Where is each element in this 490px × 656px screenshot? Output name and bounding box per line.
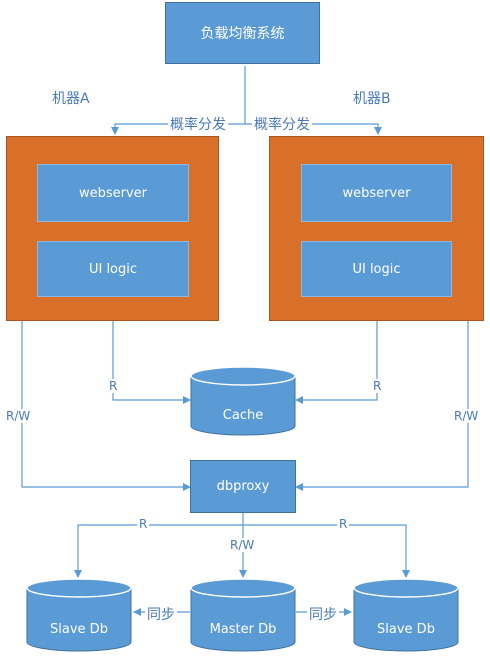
ui-logic-b-label: UI logic (352, 261, 401, 277)
ui-logic-a-label: UI logic (88, 261, 138, 277)
edge-label-sync-right: 同步 (307, 604, 339, 624)
master-db-label: Master Db (209, 622, 277, 637)
machine-b-label: 机器B (353, 91, 391, 107)
webserver-b-box: webserver (301, 164, 452, 222)
edge-ui-a-to-cache (112, 297, 191, 404)
ui-logic-b-box: UI logic (301, 241, 452, 297)
slave-db-right-cylinder: Slave Db (353, 578, 459, 652)
dbproxy-label: dbproxy (216, 479, 270, 494)
edge-label-sync-left: 同步 (145, 604, 177, 624)
edge-label-r-left-cache: R (107, 379, 120, 393)
webserver-b-label: webserver (342, 185, 411, 201)
prob-dist-right-label: 概率分发 (252, 114, 312, 134)
webserver-a-label: webserver (78, 185, 148, 201)
machine-a-label: 机器A (52, 91, 90, 107)
edge-dbproxy-to-slave-left (74, 524, 243, 578)
prob-dist-left-label: 概率分发 (168, 114, 228, 134)
edge-label-rw-left: R/W (4, 409, 33, 423)
edge-ui-b-to-cache (295, 297, 378, 404)
edge-label-rw-master: R/W (228, 538, 257, 552)
dbproxy-box: dbproxy (190, 460, 296, 513)
cache-cylinder: Cache (190, 366, 296, 436)
cache-label: Cache (222, 408, 264, 423)
slave-db-left-label: Slave Db (50, 622, 108, 637)
slave-db-left-cylinder: Slave Db (26, 578, 132, 652)
cache-cylinder-shape (190, 366, 296, 436)
slave-db-left-shape (26, 578, 132, 652)
edge-label-rw-right: R/W (452, 409, 481, 423)
slave-db-right-shape (353, 578, 459, 652)
slave-db-right-label: Slave Db (377, 622, 435, 637)
ui-logic-a-box: UI logic (37, 241, 189, 297)
edge-dbproxy-to-slave-right (243, 524, 410, 578)
load-balancer-box: 负载均衡系统 (165, 2, 320, 64)
master-db-shape (190, 578, 296, 652)
master-db-cylinder: Master Db (190, 578, 296, 652)
load-balancer-label: 负载均衡系统 (200, 26, 285, 42)
edge-label-r-right-cache: R (371, 379, 384, 393)
webserver-a-box: webserver (37, 164, 189, 222)
edge-label-r-slave-right: R (337, 517, 350, 531)
edge-label-r-slave-left: R (137, 517, 150, 531)
